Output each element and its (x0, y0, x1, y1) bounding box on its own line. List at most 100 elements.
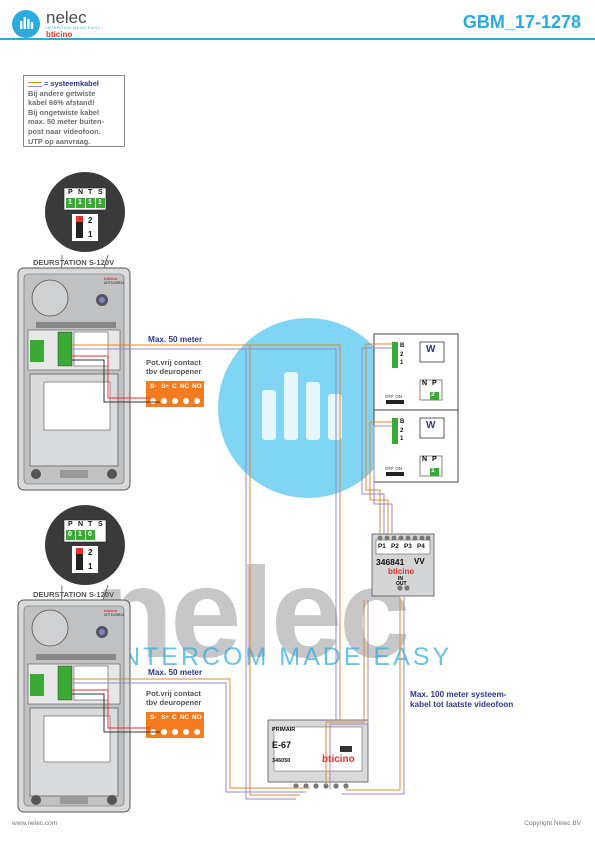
door-station-panel-1 (17, 267, 131, 491)
dip-value: 1 (78, 531, 82, 538)
contact-label: Pot.vrij contact (146, 689, 201, 698)
switch-lever-2 (76, 548, 83, 570)
dip-value: 0 (68, 531, 72, 538)
dip-value: 0 (88, 531, 92, 538)
legend-note: = systeemkabel Bij andere getwiste kabel… (23, 75, 125, 147)
watermark-brand: nelec (95, 542, 410, 685)
logo-tagline: INTERCOM MADE EASY (46, 25, 101, 30)
monitor-terminals: B 2 1 (400, 342, 404, 368)
distributor-port: P3 (404, 543, 412, 550)
distributor-suffix: VV (414, 557, 425, 566)
monitor-switch-label: OFF ON (385, 466, 402, 471)
monitor-dip-value: 2 (431, 391, 435, 398)
contact-terminal-2 (146, 712, 204, 738)
distributor-part: 346841 (376, 557, 405, 567)
psu-model: E-67 (272, 740, 292, 750)
distributor-out: OUT (396, 581, 407, 587)
dip-label-s: S (98, 521, 103, 528)
terminal-label: NC (180, 714, 190, 721)
psu-part: 346050 (272, 758, 291, 764)
station-part: ARTEARB31 (104, 613, 125, 617)
dip-switch-block-1 (66, 198, 105, 208)
dip-label-p: P (68, 189, 73, 196)
terminal-label: NO (192, 714, 202, 721)
footer-website: www.nelec.com (12, 820, 58, 827)
monitor-dip-label: N (422, 380, 428, 387)
distributor-in: IN (398, 576, 403, 582)
door-station-title: DEURSTATION S-120V (33, 590, 115, 599)
max-distance-label: Max. 50 meter (148, 335, 203, 344)
contact-label: tbv deuropener (146, 367, 202, 376)
monitor-switch-label: OFF ON (385, 394, 402, 399)
max-system-label: kabel tot laatste videofoon (410, 700, 514, 709)
watermark-tagline: INTERCOM MADE EASY (112, 643, 453, 671)
logo-brand: bticino (46, 30, 73, 39)
monitor-dip-value: 1 (431, 467, 435, 474)
screw-icon (107, 795, 117, 805)
terminal-label: S- (150, 714, 157, 721)
psu-label: PRIMAIR (272, 727, 296, 733)
note-line: max. 50 meter buiten- (28, 117, 104, 127)
switch-label: 2 (88, 216, 93, 225)
monitor-terminal-label: 2 (400, 427, 404, 434)
terminal-label: S+ (161, 714, 169, 721)
dip-switch-block-2 (66, 530, 95, 540)
power-supply (267, 719, 369, 789)
max-system-label: Max. 100 meter systeem- (410, 690, 507, 699)
monitor-dip-label: P (432, 380, 437, 387)
dip-label-n: N (78, 521, 84, 528)
terminal-label: NC (180, 383, 190, 390)
terminal-label: NO (192, 383, 202, 390)
station-part: ARTEARB31 (104, 281, 125, 285)
note-line: Bij ongetwiste kabel (28, 107, 100, 117)
monitor-screen-icon: W (426, 344, 436, 355)
door-station-title: DEURSTATION S-120V (33, 258, 115, 267)
distributor-port: P2 (391, 543, 399, 550)
monitor-terminals: B 2 1 (400, 418, 404, 444)
note-line: kabel 66% afstand! (28, 98, 95, 108)
monitor-terminal-label: 1 (400, 436, 404, 442)
dip-label-t: T (88, 521, 93, 528)
video-monitor-2 (373, 409, 459, 483)
terminal-label: S- (150, 383, 157, 390)
monitor-dip-label: P (432, 456, 437, 463)
switch-lever-1 (76, 216, 83, 238)
dip-label-t: T (88, 189, 93, 196)
station-brand: bticino (104, 276, 118, 281)
dip-label-n: N (78, 189, 84, 196)
distributor-port: P1 (378, 543, 386, 550)
dip-value: 1 (98, 199, 102, 206)
monitor-screen-icon: W (426, 420, 436, 431)
monitor-terminal-label: B (400, 343, 405, 349)
dip-value: 1 (78, 199, 82, 206)
footer-copyright: Copyright Nelec BV (524, 820, 581, 827)
distributor-port: P4 (417, 543, 425, 550)
header-rule (0, 38, 595, 40)
watermark-bars-icon (262, 372, 357, 442)
dip-value: 1 (88, 199, 92, 206)
logo-bars-icon (20, 17, 34, 29)
screw-icon (31, 469, 41, 479)
switch-label: 1 (88, 230, 93, 239)
note-line: Bij andere getwiste (28, 88, 96, 98)
station-brand: bticino (104, 608, 118, 613)
note-line: UTP op aanvraag. (28, 136, 91, 146)
dip-zoom-callout-1 (45, 172, 125, 346)
legend-label: = systeemkabel (44, 79, 99, 88)
video-monitor-1 (373, 333, 459, 411)
monitor-terminal-label: 1 (400, 360, 404, 366)
monitor-dip-label: N (422, 456, 428, 463)
psu-brand: bticino (322, 754, 355, 765)
dip-label-s: S (98, 189, 103, 196)
document-code: GBM_17-1278 (462, 12, 581, 32)
max-distance-label: Max. 50 meter (148, 668, 203, 677)
dip-label-p: P (68, 521, 73, 528)
video-distributor (371, 533, 435, 597)
system-cable (72, 343, 405, 800)
door-station-panel-2 (17, 599, 131, 813)
distributor-brand: bticino (388, 567, 415, 576)
screw-icon (31, 795, 41, 805)
switch-label: 2 (88, 548, 93, 557)
screw-icon (107, 469, 117, 479)
